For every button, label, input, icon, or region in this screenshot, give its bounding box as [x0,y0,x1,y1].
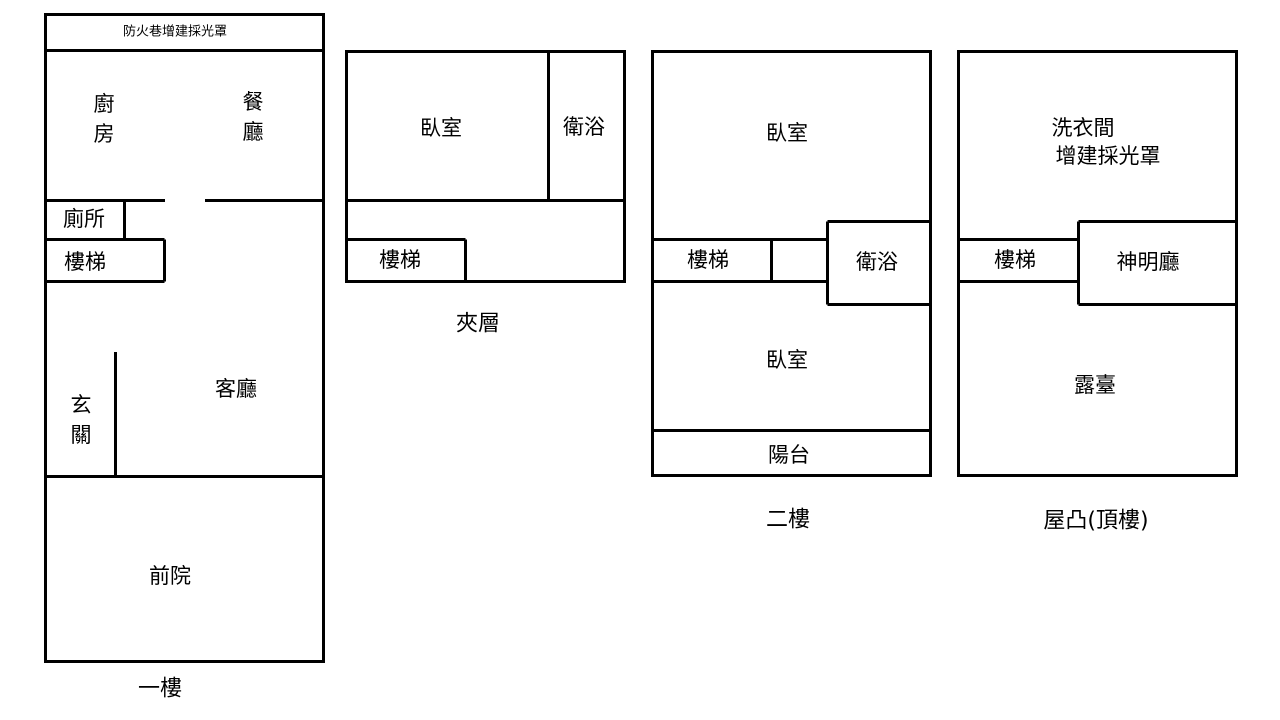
front-yard-label: 前院 [149,564,191,588]
roof-outline [957,50,1238,477]
kitchen-label-2: 房 [94,122,115,146]
floor-2-outline [651,50,932,477]
roof-caption: 屋凸(頂樓) [1043,509,1148,534]
floor-2-caption: 二樓 [766,508,810,533]
skylight-label: 防火巷增建採光罩 [123,24,227,40]
bedroom-label: 臥室 [420,116,462,140]
toilet-label: 廁所 [63,207,105,231]
laundry-label-1: 洗衣間 [1052,116,1115,140]
dining-label-1: 餐 [243,90,264,114]
stairs-label: 樓梯 [379,248,421,272]
shrine-label: 神明廳 [1117,250,1180,274]
mezzanine-plan: 臥室 衛浴 樓梯 夾層 [345,50,626,337]
floor-2-plan: 臥室 樓梯 衛浴 臥室 陽台 二樓 [651,50,932,533]
terrace-label: 露臺 [1074,373,1116,397]
stairs-label: 樓梯 [687,248,729,272]
living-room-label: 客廳 [215,377,257,401]
kitchen-label-1: 廚 [94,92,115,116]
floor-1-caption: 一樓 [138,677,182,702]
roof-plan: 洗衣間 增建採光罩 樓梯 神明廳 露臺 屋凸(頂樓) [957,50,1238,534]
floor-1-outline [44,13,325,663]
laundry-label-2: 增建採光罩 [1056,144,1161,168]
foyer-label-2: 關 [71,423,92,447]
stairs-label: 樓梯 [64,250,106,274]
bathroom-label: 衛浴 [856,250,898,274]
bathroom-label: 衛浴 [563,115,605,139]
bedroom-back-label: 臥室 [766,348,808,372]
dining-label-2: 廳 [243,120,264,144]
foyer-label-1: 玄 [71,393,92,417]
mezzanine-caption: 夾層 [456,312,500,337]
mezzanine-outline [345,50,626,283]
stairs-label: 樓梯 [994,248,1036,272]
balcony-label: 陽台 [768,443,810,467]
floor-1-plan: 防火巷增建採光罩 廚 房 餐 廳 廁所 樓梯 玄 關 客廳 前院 一樓 [44,13,325,702]
bedroom-front-label: 臥室 [766,121,808,145]
